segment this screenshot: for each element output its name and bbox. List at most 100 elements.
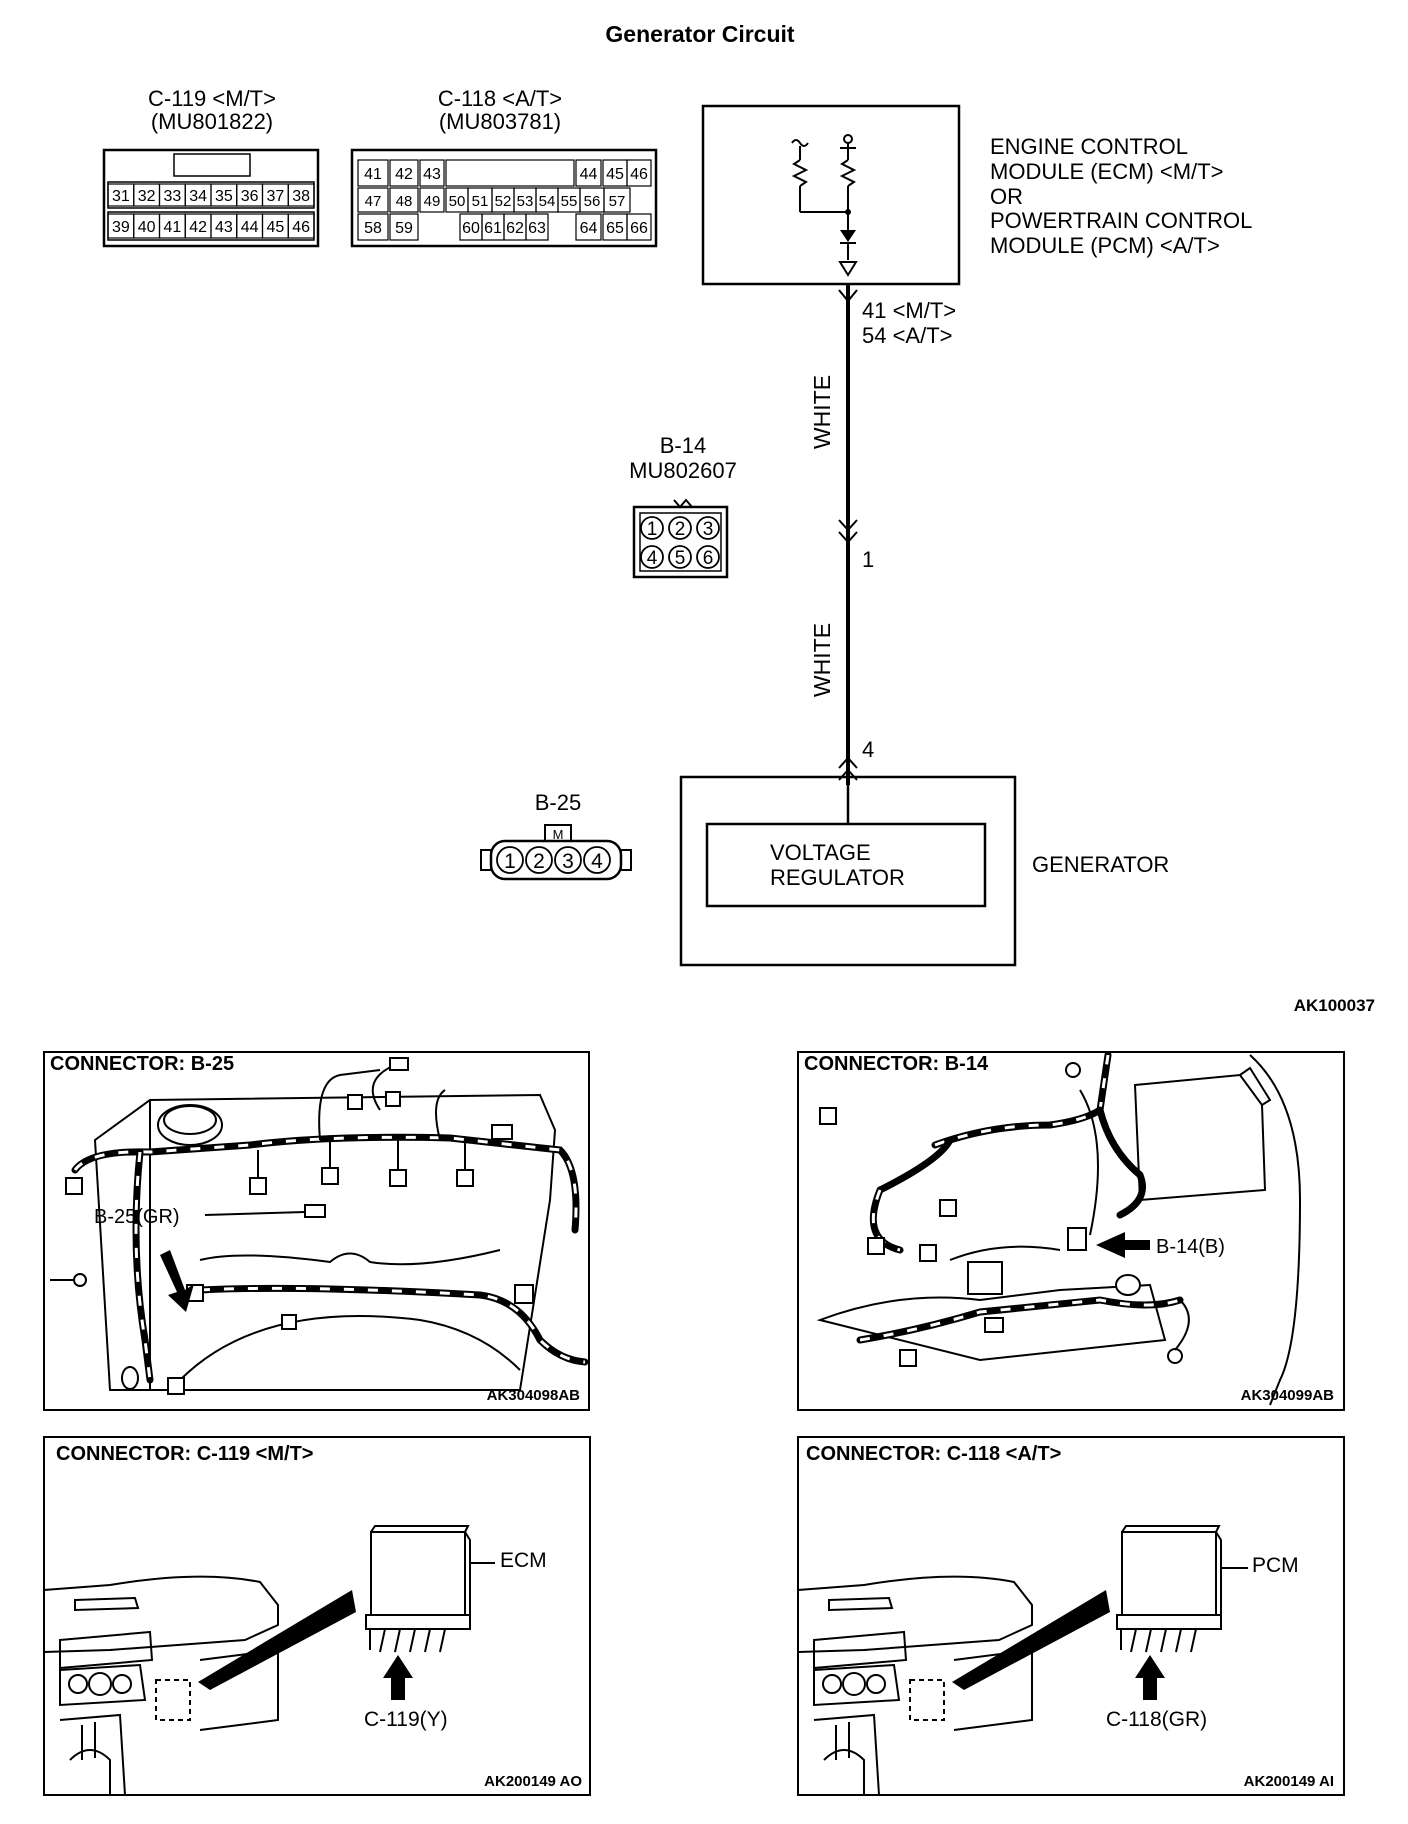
panel-c119-unit: ECM bbox=[500, 1549, 547, 1572]
connector-pin-label: 62 bbox=[506, 220, 524, 237]
panel-b25-location: CONNECTOR: B-25 B-25(GR) AK304098AB bbox=[43, 1051, 590, 1411]
connector-pin-label: 56 bbox=[584, 193, 601, 210]
b25-pin: 1 bbox=[504, 850, 516, 873]
connector-pin-label: 41 bbox=[163, 219, 181, 236]
panel-c118-location: CONNECTOR: C-118 <A/T> PCM C-118(GR) AK2… bbox=[797, 1436, 1345, 1796]
b25-pin: 4 bbox=[591, 850, 603, 873]
b25-key: M bbox=[553, 827, 564, 842]
connector-pin-label: 37 bbox=[266, 188, 284, 205]
generator-box: VOLTAGE REGULATOR bbox=[679, 775, 1017, 967]
connector-pin-label: 40 bbox=[138, 219, 156, 236]
connector-pin-label: 44 bbox=[241, 219, 259, 236]
connector-pin-label: 46 bbox=[292, 219, 310, 236]
panel-c118-code: AK200149 AI bbox=[1244, 1773, 1334, 1790]
diagram-code: AK100037 bbox=[1294, 996, 1375, 1015]
connector-pin-label: 43 bbox=[215, 219, 233, 236]
wire-color-upper: WHITE bbox=[809, 375, 835, 449]
connector-pin-label: 61 bbox=[484, 220, 502, 237]
c118-part-number: (MU803781) bbox=[439, 109, 561, 134]
panel-c119-code: AK200149 AO bbox=[484, 1773, 582, 1790]
panel-b14-code: AK304099AB bbox=[1241, 1387, 1335, 1404]
connector-pin-label: 42 bbox=[189, 219, 207, 236]
page-title: Generator Circuit bbox=[605, 21, 794, 47]
connector-pin-label: 63 bbox=[528, 220, 546, 237]
connector-pin-label: 57 bbox=[609, 193, 626, 210]
connector-pin-label: 43 bbox=[423, 166, 441, 183]
generator-label: GENERATOR bbox=[1032, 852, 1169, 877]
main-wire bbox=[838, 284, 858, 785]
panel-b14-title: CONNECTOR: B-14 bbox=[804, 1053, 989, 1075]
connector-pin-label: 50 bbox=[449, 193, 466, 210]
connector-pin-label: 32 bbox=[138, 188, 156, 205]
module-line-1: ENGINE CONTROL bbox=[990, 134, 1188, 159]
regulator-line-2: REGULATOR bbox=[770, 865, 905, 890]
b14-pin-number: 1 bbox=[862, 547, 874, 572]
connector-pin-label: 41 bbox=[364, 166, 382, 183]
b14-pin: 1 bbox=[647, 519, 658, 540]
connector-pin-label: 48 bbox=[396, 193, 413, 210]
connector-pin-label: 36 bbox=[241, 188, 259, 205]
panel-b25-code: AK304098AB bbox=[487, 1387, 581, 1404]
connector-pin-label: 55 bbox=[561, 193, 578, 210]
connector-pin-label: 65 bbox=[606, 220, 624, 237]
b25-pin: 2 bbox=[533, 850, 545, 873]
connector-pin-label: 39 bbox=[112, 219, 130, 236]
connector-pin-label: 52 bbox=[495, 193, 512, 210]
b25-pin: 3 bbox=[562, 850, 574, 873]
panel-c118-unit: PCM bbox=[1252, 1554, 1299, 1577]
b14-pin: 6 bbox=[703, 548, 714, 569]
connector-pin-label: 31 bbox=[112, 188, 130, 205]
connector-pin-label: 49 bbox=[424, 193, 441, 210]
c118-label: C-118 <A/T> bbox=[438, 86, 562, 111]
ecm-pin-at: 54 <A/T> bbox=[862, 323, 953, 348]
connector-pin-label: 38 bbox=[292, 188, 310, 205]
panel-b25-callout: B-25(GR) bbox=[94, 1206, 180, 1228]
panel-c119-location: CONNECTOR: C-119 <M/T> ECM C-119(Y) AK20… bbox=[43, 1436, 591, 1796]
b14-pin: 5 bbox=[675, 548, 686, 569]
c119-part-number: (MU801822) bbox=[151, 109, 273, 134]
ecm-pin-mt: 41 <M/T> bbox=[862, 298, 956, 323]
connector-pin-label: 46 bbox=[630, 166, 648, 183]
connector-pin-label: 45 bbox=[266, 219, 284, 236]
panel-c118-title: CONNECTOR: C-118 <A/T> bbox=[806, 1443, 1061, 1465]
b14-part-number: MU802607 bbox=[629, 458, 737, 483]
connector-pin-label: 58 bbox=[364, 220, 382, 237]
connector-pin-label: 66 bbox=[630, 220, 648, 237]
panel-b14-location: CONNECTOR: B-14 B-14(B) AK304099AB bbox=[797, 1051, 1345, 1411]
connector-pin-label: 35 bbox=[215, 188, 233, 205]
connector-pin-label: 53 bbox=[517, 193, 534, 210]
ecm-pcm-box bbox=[701, 104, 961, 286]
c118-connector-face: C-118 <A/T> (MU803781) 41 42 43 44 45 46 47 48 4… bbox=[350, 86, 658, 248]
connector-pin-label: 42 bbox=[395, 166, 413, 183]
generator-pin-number: 4 bbox=[862, 737, 874, 762]
panel-b25-title: CONNECTOR: B-25 bbox=[50, 1053, 234, 1075]
module-line-2: MODULE (ECM) <M/T> bbox=[990, 159, 1223, 184]
connector-pin-label: 47 bbox=[365, 193, 382, 210]
b14-pin: 3 bbox=[703, 519, 714, 540]
b25-label: B-25 bbox=[535, 790, 581, 815]
connector-pin-label: 45 bbox=[606, 166, 624, 183]
wire-color-lower: WHITE bbox=[809, 623, 835, 697]
panel-c119-callout: C-119(Y) bbox=[364, 1708, 448, 1731]
connector-pin-label: 59 bbox=[395, 220, 413, 237]
connector-pin-label: 54 bbox=[539, 193, 556, 210]
connector-pin-label: 60 bbox=[462, 220, 480, 237]
b14-label: B-14 bbox=[660, 433, 706, 458]
b14-pin: 4 bbox=[647, 548, 658, 569]
connector-pin-label: 64 bbox=[580, 220, 598, 237]
connector-pin-label: 34 bbox=[189, 188, 207, 205]
connector-pin-label: 44 bbox=[580, 166, 598, 183]
b14-pin: 2 bbox=[675, 519, 686, 540]
panel-c118-callout: C-118(GR) bbox=[1106, 1708, 1207, 1731]
connector-pin-label: 33 bbox=[163, 188, 181, 205]
voltage-regulator-box bbox=[705, 822, 987, 908]
module-line-5: MODULE (PCM) <A/T> bbox=[990, 233, 1220, 258]
ecm-pcm-label: ENGINE CONTROL MODULE (ECM) <M/T> OR POW… bbox=[990, 134, 1252, 258]
panel-b14-callout: B-14(B) bbox=[1156, 1236, 1225, 1258]
module-line-3: OR bbox=[990, 184, 1023, 209]
module-line-4: POWERTRAIN CONTROL bbox=[990, 208, 1252, 233]
